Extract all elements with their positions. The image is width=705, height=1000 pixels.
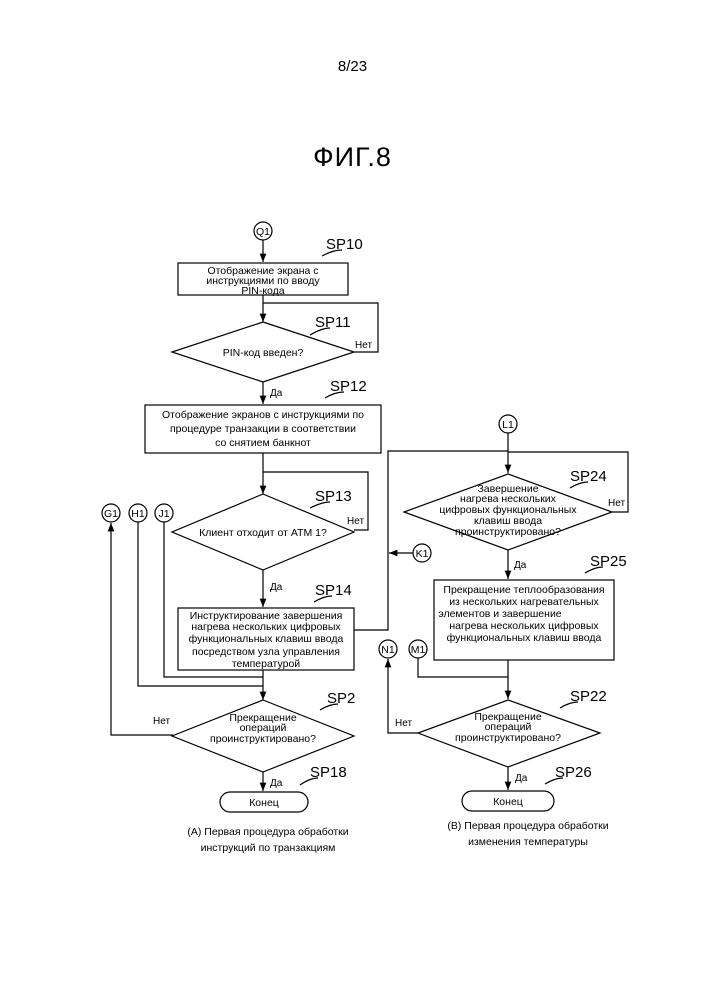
sp14-text-line2: нагрева нескольких цифровых: [191, 621, 341, 633]
sp25-text-line2: из нескольких нагревательных: [449, 596, 599, 608]
sp2-text-line3: проинструктировано?: [210, 733, 316, 745]
sp22-text-line3: проинструктировано?: [455, 732, 561, 744]
sp14-text-line3: функциональных клавиш ввода: [189, 633, 344, 645]
connector-k1-label: K1: [416, 548, 429, 560]
sp10-text-line3: PIN-кода: [241, 285, 284, 297]
sp25-text-line3: элементов и завершение: [438, 608, 561, 620]
sp13-no-label: Нет: [347, 516, 364, 527]
caption-a-line2: инструкций по транзакциям: [148, 840, 388, 856]
sp11-text: PIN-код введен?: [223, 347, 304, 359]
sp11-yes-label: Да: [270, 388, 283, 399]
sp22-yes-label: Да: [515, 773, 528, 784]
sp24-no-label: Нет: [608, 498, 625, 509]
sp11-no-label: Нет: [355, 340, 372, 351]
connector-m1-label: M1: [411, 644, 426, 656]
sp12-text-line1: Отображение экранов с инструкциями по: [162, 409, 364, 421]
sp2-no-label: Нет: [153, 716, 170, 727]
connector-n1-label: N1: [381, 644, 395, 656]
end-text-left: Конец: [249, 797, 279, 809]
step-label-sp24: SP24: [570, 468, 607, 485]
step-label-sp26: SP26: [555, 764, 592, 781]
step-label-sp22: SP22: [570, 688, 607, 705]
connector-h1-label: H1: [131, 508, 145, 520]
sp22-no-label: Нет: [395, 718, 412, 729]
sp13-yes-label: Да: [270, 582, 283, 593]
step-label-sp2: SP2: [327, 690, 355, 707]
sp13-text: Клиент отходит от ATM 1?: [199, 527, 327, 539]
sp2-yes-label: Да: [270, 778, 283, 789]
connector-g1-label: G1: [104, 508, 118, 520]
sp12-text-line2: процедуре транзакции в соответствии: [170, 423, 356, 435]
caption-b-line1: (B) Первая процедура обработки: [408, 818, 648, 834]
end-text-right: Конец: [493, 796, 523, 808]
sp14-text-line5: температурой: [232, 658, 300, 670]
sp24-yes-label: Да: [514, 560, 527, 571]
sp25-text-line4: нагрева нескольких цифровых: [449, 620, 599, 632]
connector-l1-label: L1: [502, 419, 514, 431]
step-label-sp12: SP12: [330, 378, 367, 395]
caption-b-line2: изменения температуры: [408, 834, 648, 850]
step-label-sp11: SP11: [315, 314, 351, 331]
connector-j1-label: J1: [158, 508, 169, 520]
sp14-text-line4: посредством узла управления: [192, 646, 340, 658]
step-label-sp13: SP13: [315, 488, 352, 505]
connector-q1-label: Q1: [256, 226, 270, 238]
sp24-text-line5: проинструктировано?: [455, 526, 561, 538]
sp12-text-line3: со снятием банкнот: [215, 437, 311, 449]
caption-b: (B) Первая процедура обработки изменения…: [408, 818, 648, 850]
sp25-text-line5: функциональных клавиш ввода: [447, 632, 602, 644]
step-label-sp18: SP18: [310, 764, 347, 781]
step-label-sp25: SP25: [590, 553, 627, 570]
caption-a: (A) Первая процедура обработки инструкци…: [148, 824, 388, 856]
caption-a-line1: (A) Первая процедура обработки: [148, 824, 388, 840]
step-label-sp10: SP10: [326, 236, 363, 253]
step-label-sp14: SP14: [315, 582, 352, 599]
sp25-text-line1: Прекращение теплообразования: [443, 584, 604, 596]
